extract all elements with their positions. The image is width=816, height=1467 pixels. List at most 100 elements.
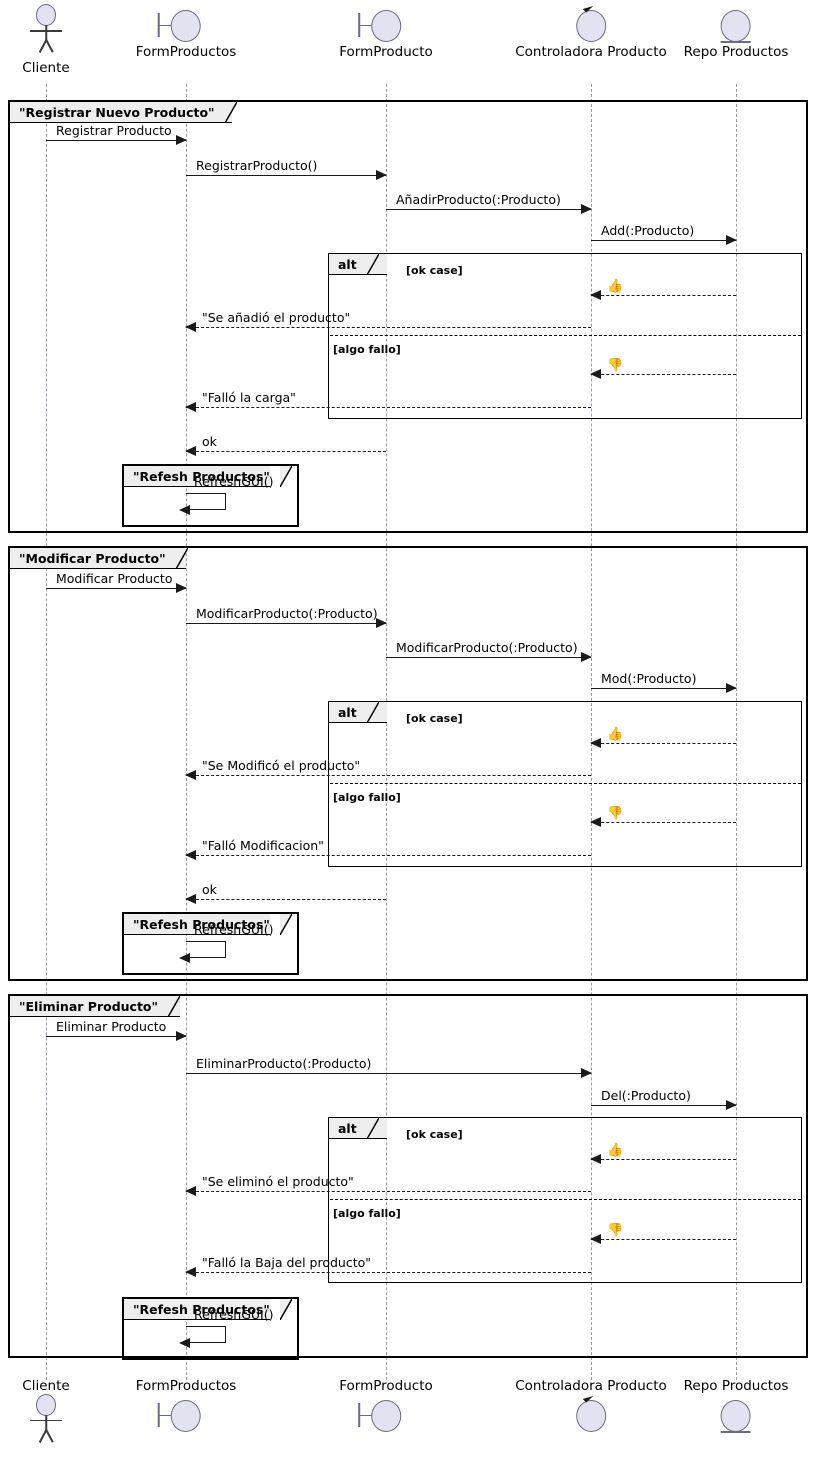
participant-foot-controladora[interactable]: Controladora Producto bbox=[515, 1379, 667, 1432]
group-registrar-nested-frame: "Refesh Productos" bbox=[122, 464, 299, 527]
lifeline-formproducto bbox=[386, 84, 387, 1380]
participant-label: FormProducto bbox=[339, 1378, 433, 1394]
group-eliminar-alt-b1-message-1-label: "Falló la Baja del producto" bbox=[202, 1255, 372, 1270]
message-line bbox=[591, 1105, 736, 1106]
participant-shape bbox=[546, 6, 636, 42]
participant-foot-cliente[interactable]: Cliente bbox=[1, 1379, 91, 1448]
participant-label: Repo Productos bbox=[683, 1378, 789, 1394]
participant-shape bbox=[1, 4, 91, 58]
group-eliminar-nested-frame: "Refesh Productos" bbox=[122, 1297, 299, 1360]
participant-label: FormProductos bbox=[135, 44, 237, 60]
group-eliminar-nested-tab: "Refesh Productos" bbox=[124, 1298, 292, 1320]
group-registrar-alt-b0-message-0-label: 👍 bbox=[607, 279, 624, 294]
entity-circle-icon bbox=[720, 1399, 751, 1432]
group-registrar-alt-divider bbox=[329, 335, 801, 336]
message-line bbox=[46, 1036, 186, 1037]
group-registrar-nested-title: "Refesh Productos" bbox=[133, 468, 270, 484]
participant-head-cliente[interactable]: Cliente bbox=[1, 4, 91, 76]
group-modificar-alt-b0-message-0-label: 👍 bbox=[607, 727, 624, 742]
message-line bbox=[186, 1073, 591, 1074]
message-line bbox=[46, 140, 186, 141]
participant-foot-formproducto[interactable]: FormProducto bbox=[339, 1378, 433, 1432]
group-registrar-nested-self-message bbox=[179, 493, 226, 515]
lifeline-controladora bbox=[591, 84, 592, 1380]
group-eliminar-alt-tab: alt bbox=[329, 1117, 387, 1139]
arrowhead-icon bbox=[176, 134, 187, 145]
group-registrar-alt-b1-message-0-label: 👎 bbox=[607, 358, 624, 373]
group-modificar-alt-tab: alt bbox=[329, 701, 387, 723]
arrowhead-icon bbox=[376, 169, 387, 180]
arrowhead-icon bbox=[726, 1099, 737, 1110]
group-eliminar-nested-title: "Refesh Productos" bbox=[133, 1301, 270, 1317]
group-modificar-alt-b0-message-1-label: "Se Modificó el producto" bbox=[202, 758, 361, 773]
arrowhead-icon bbox=[590, 368, 601, 379]
boundary-circle-icon bbox=[371, 10, 401, 42]
group-modificar-alt-title: alt bbox=[338, 704, 357, 720]
participant-head-repo[interactable]: Repo Productos bbox=[684, 8, 788, 60]
message-line bbox=[186, 899, 386, 900]
arrowhead-icon bbox=[726, 234, 737, 245]
tab-notch-icon bbox=[366, 1117, 379, 1139]
entity-underline-icon bbox=[720, 1430, 751, 1433]
group-modificar-nested-tab: "Refesh Productos" bbox=[124, 913, 292, 935]
participant-shape bbox=[341, 1398, 431, 1432]
boundary-stem-icon bbox=[159, 25, 172, 26]
arrowhead-icon bbox=[176, 582, 187, 593]
arrowhead-icon bbox=[590, 1233, 601, 1244]
group-registrar-alt-guard-2: [algo fallo] bbox=[333, 343, 401, 356]
head-part bbox=[36, 1393, 56, 1416]
group-registrar-alt-tab: alt bbox=[329, 253, 387, 275]
message-line bbox=[591, 1159, 736, 1160]
message-line bbox=[591, 295, 736, 296]
arrowhead-icon bbox=[590, 289, 601, 300]
tab-notch-icon bbox=[279, 465, 292, 487]
arrowhead-icon bbox=[185, 849, 196, 860]
group-eliminar-alt-title: alt bbox=[338, 1120, 357, 1136]
participant-shape bbox=[141, 1398, 231, 1432]
group-registrar-alt-frame: alt bbox=[328, 253, 802, 419]
participant-label: Cliente bbox=[22, 60, 70, 76]
boundary-circle-icon bbox=[371, 1399, 401, 1432]
boundary-stem-icon bbox=[359, 25, 372, 26]
message-line bbox=[591, 240, 736, 241]
participant-head-controladora[interactable]: Controladora Producto bbox=[515, 6, 667, 60]
group-modificar-message-4-label: ok bbox=[202, 882, 217, 897]
group-eliminar-tab: "Eliminar Producto" bbox=[10, 995, 181, 1017]
group-modificar-title: "Modificar Producto" bbox=[19, 550, 166, 566]
group-eliminar-alt-guard-1: [ok case] bbox=[406, 1128, 463, 1141]
participant-foot-repo[interactable]: Repo Productos bbox=[683, 1378, 789, 1433]
message-line bbox=[386, 657, 591, 658]
group-eliminar-message-2-label: Del(:Producto) bbox=[601, 1088, 691, 1103]
lifeline-cliente bbox=[46, 84, 47, 1380]
lifeline-repo bbox=[736, 84, 737, 1380]
group-registrar-alt-b1-message-1-label: "Falló la carga" bbox=[202, 390, 296, 405]
arrowhead-icon bbox=[185, 445, 196, 456]
arrowhead-icon bbox=[185, 401, 196, 412]
group-eliminar-nested-self-message-label: RefreshGUI() bbox=[194, 1307, 274, 1322]
group-modificar-frame: "Modificar Producto" bbox=[8, 546, 808, 981]
participant-shape bbox=[546, 1395, 636, 1432]
message-line bbox=[591, 374, 736, 375]
actor-stick-figure-icon bbox=[16, 1393, 76, 1443]
participant-head-formproductos[interactable]: FormProductos bbox=[135, 8, 237, 60]
group-eliminar-alt-b1-message-0-label: 👎 bbox=[607, 1223, 624, 1238]
participant-foot-formproductos[interactable]: FormProductos bbox=[136, 1379, 236, 1432]
tab-notch-icon bbox=[279, 1298, 292, 1320]
group-modificar-alt-frame: alt bbox=[328, 701, 802, 867]
group-eliminar-alt-b0-message-1-label: "Se eliminó el producto" bbox=[202, 1174, 354, 1189]
arrowhead-icon bbox=[581, 651, 592, 662]
group-modificar-message-1-label: ModificarProducto(:Producto) bbox=[196, 606, 378, 621]
tab-notch-icon bbox=[366, 701, 379, 723]
group-registrar-message-1-label: RegistrarProducto() bbox=[196, 158, 318, 173]
arrowhead-icon bbox=[179, 1337, 190, 1348]
message-line bbox=[186, 1191, 591, 1192]
arrowhead-icon bbox=[185, 1185, 196, 1196]
boundary-circle-icon bbox=[171, 10, 201, 42]
arrowhead-icon bbox=[590, 1153, 601, 1164]
message-line bbox=[591, 822, 736, 823]
participant-head-formproducto[interactable]: FormProducto bbox=[339, 8, 433, 60]
participant-shape bbox=[141, 8, 231, 42]
participant-shape bbox=[691, 1398, 781, 1433]
body-part bbox=[45, 1414, 47, 1431]
group-modificar-nested-self-message bbox=[179, 941, 226, 963]
